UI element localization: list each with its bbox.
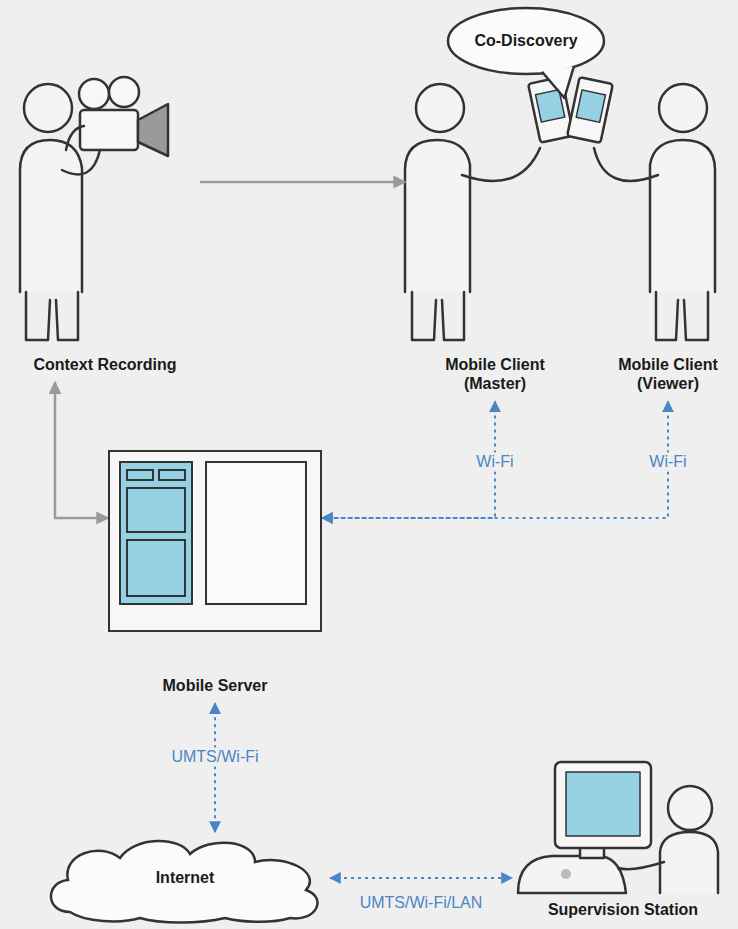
user-pair <box>567 77 613 143</box>
link-label: UMTS/Wi-Fi <box>168 747 261 766</box>
figure-node: Mobile Client (Master) <box>405 78 585 401</box>
link-label: Wi-Fi <box>646 452 689 471</box>
user-pair <box>650 140 715 292</box>
camera-person <box>79 79 109 109</box>
server-screens <box>206 462 306 604</box>
workstation <box>660 832 718 893</box>
network-link <box>322 401 495 518</box>
recording-flow <box>200 181 405 184</box>
camera-person <box>109 77 139 107</box>
server-screens <box>127 488 185 532</box>
figure-node: Context Recording <box>10 75 200 382</box>
bubble-outline <box>448 8 604 74</box>
node-label: Supervision Station <box>512 900 734 919</box>
camera-person <box>24 84 72 132</box>
node-label: Mobile Client (Viewer) <box>603 355 733 393</box>
network-link <box>214 703 216 832</box>
camera-person <box>66 126 84 150</box>
workstation <box>618 862 664 869</box>
node-label: Context Recording <box>10 355 200 374</box>
server-box: Mobile Server <box>108 450 322 703</box>
server-screens <box>108 450 322 632</box>
node-label: Co-Discovery <box>474 31 577 50</box>
user-pair <box>416 84 464 132</box>
user-pair <box>576 90 605 122</box>
user-pair <box>659 84 707 132</box>
workstation <box>561 869 571 879</box>
workstation-node: Supervision Station <box>512 760 734 927</box>
node-label: Internet <box>156 868 215 887</box>
workstation <box>518 762 718 893</box>
cloud-outline <box>51 841 317 923</box>
user-pair <box>412 292 464 340</box>
server-screens <box>127 540 185 596</box>
user-pair <box>567 77 613 143</box>
workstation <box>518 856 626 893</box>
workstation <box>668 786 712 830</box>
camera-person <box>20 77 168 340</box>
figure-node: Mobile Client (Viewer) <box>600 78 736 401</box>
workstation <box>555 762 651 848</box>
user-pair <box>405 140 470 292</box>
user-pair <box>405 77 715 340</box>
node-label: Mobile Client (Master) <box>425 355 565 393</box>
server-screens <box>120 462 192 604</box>
cloud-outline <box>51 841 317 923</box>
network-link <box>322 401 668 518</box>
camera-person <box>80 110 138 150</box>
workstation <box>566 772 640 836</box>
link-label: Wi-Fi <box>473 452 516 471</box>
server-outline <box>108 450 322 632</box>
link-label: UMTS/Wi-Fi/LAN <box>357 893 486 912</box>
connectors <box>55 182 668 878</box>
user-pair <box>656 292 708 340</box>
cloud-shape: Internet <box>40 832 330 924</box>
recording-flow <box>55 382 108 518</box>
node-label: Mobile Server <box>108 676 322 695</box>
user-pair <box>462 148 540 181</box>
user-pair <box>594 148 658 181</box>
camera-person <box>20 140 82 292</box>
server-screens <box>127 470 153 480</box>
speech-bubble: Co-Discovery <box>446 6 606 76</box>
network-link <box>330 877 512 879</box>
camera-person <box>62 150 100 175</box>
bubble-tail <box>542 66 574 98</box>
camera-person <box>26 292 78 340</box>
server-screens <box>108 450 322 632</box>
server-screens <box>159 470 185 480</box>
camera-person <box>138 104 168 156</box>
